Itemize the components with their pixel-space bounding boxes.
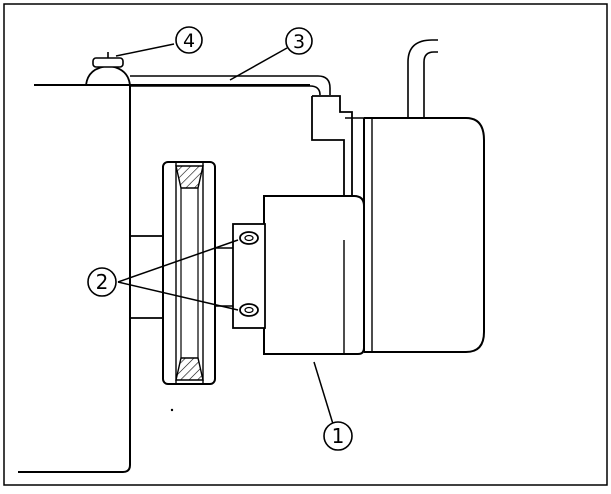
callout-4-label: 4 xyxy=(183,30,195,52)
callout-3-label: 3 xyxy=(293,31,305,53)
motor-housing xyxy=(345,117,485,353)
cord-pipe xyxy=(130,75,331,96)
pulley xyxy=(162,161,216,385)
motor-cable xyxy=(407,39,438,118)
callout-2-label: 2 xyxy=(96,270,109,294)
front-unit xyxy=(263,195,365,355)
screw xyxy=(85,52,131,86)
mounting-plate xyxy=(232,223,266,329)
callout-4: 4 xyxy=(175,26,203,54)
callout-1-label: 1 xyxy=(332,424,345,448)
callout-1: 1 xyxy=(323,421,353,451)
outer-frame xyxy=(3,3,608,486)
dot-mark xyxy=(170,408,174,412)
machine-body xyxy=(18,84,131,473)
leader-lines xyxy=(115,43,334,425)
callout-3: 3 xyxy=(285,27,313,55)
callout-2: 2 xyxy=(87,267,117,297)
